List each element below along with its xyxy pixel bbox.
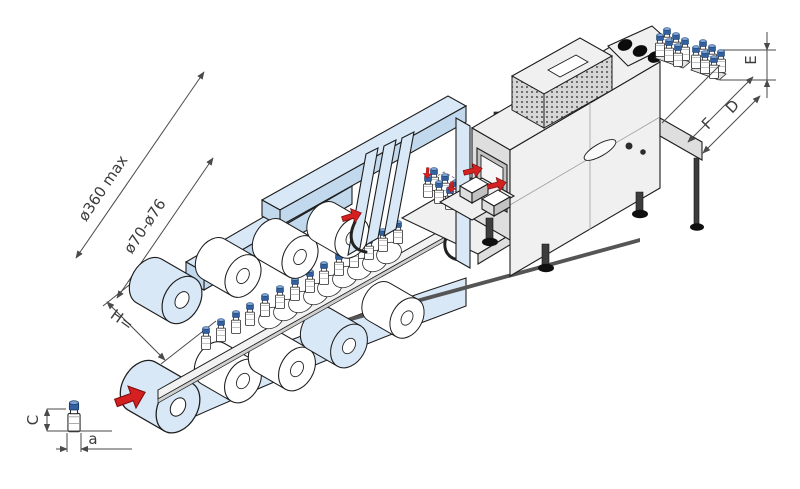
product-diameter-dimension: a <box>56 430 132 453</box>
pack-depth-label: D <box>722 96 743 117</box>
reel-width-label: H= <box>107 306 137 335</box>
product-height-label: C <box>24 415 42 425</box>
pack-height-label: E <box>742 55 760 64</box>
nameplate-slot <box>583 139 617 161</box>
sample-vial <box>67 400 81 433</box>
film-guide-hook <box>349 220 368 254</box>
wrapped-vial-pack <box>691 40 726 80</box>
product-diameter-label: a <box>88 430 97 448</box>
pack-height-dimension: E <box>720 32 776 98</box>
fan-opening <box>617 39 633 51</box>
outfeed-frame <box>659 117 704 231</box>
wrapped-pack <box>458 176 490 204</box>
reel-outer-diameter-label: ø360 max <box>74 152 131 225</box>
fan-opening <box>632 45 648 57</box>
control-knob <box>625 142 633 150</box>
reel-core-diameter-label: ø70-ø76 <box>120 195 170 256</box>
shrink-tunnel <box>470 25 704 277</box>
wrapped-pack <box>480 189 512 217</box>
pack-length-label: F <box>698 114 717 133</box>
control-knob <box>640 149 646 155</box>
product-height-dimension: C <box>24 408 112 432</box>
film-forming-plates <box>347 131 415 257</box>
tunnel-infeed-shelf <box>438 160 516 221</box>
mesh-exhaust-box <box>510 37 614 129</box>
tunnel-feet <box>482 191 648 273</box>
